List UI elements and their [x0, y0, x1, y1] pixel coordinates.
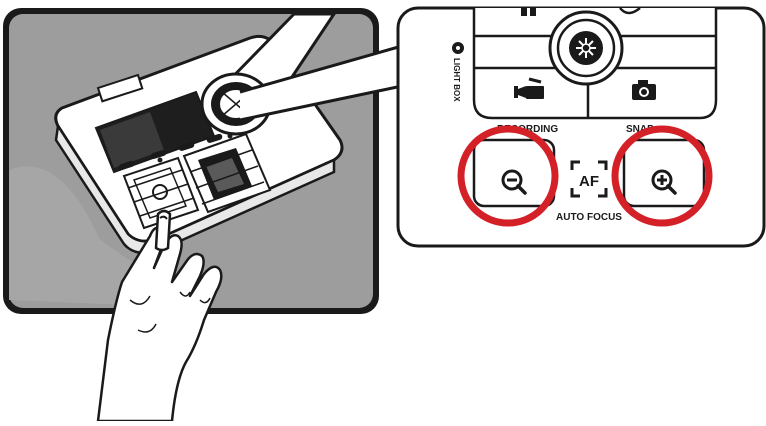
- zoom-in-button[interactable]: [624, 140, 704, 206]
- light-box-label: LIGHT BOX: [452, 58, 461, 102]
- auto-focus-label: AUTO FOCUS: [556, 212, 622, 223]
- af-label: AF: [579, 173, 599, 190]
- zoom-out-button[interactable]: [474, 140, 554, 206]
- light-icon: [452, 42, 464, 54]
- control-panel-closeup: LIGHT BOX: [398, 8, 764, 246]
- light-button[interactable]: [550, 12, 622, 84]
